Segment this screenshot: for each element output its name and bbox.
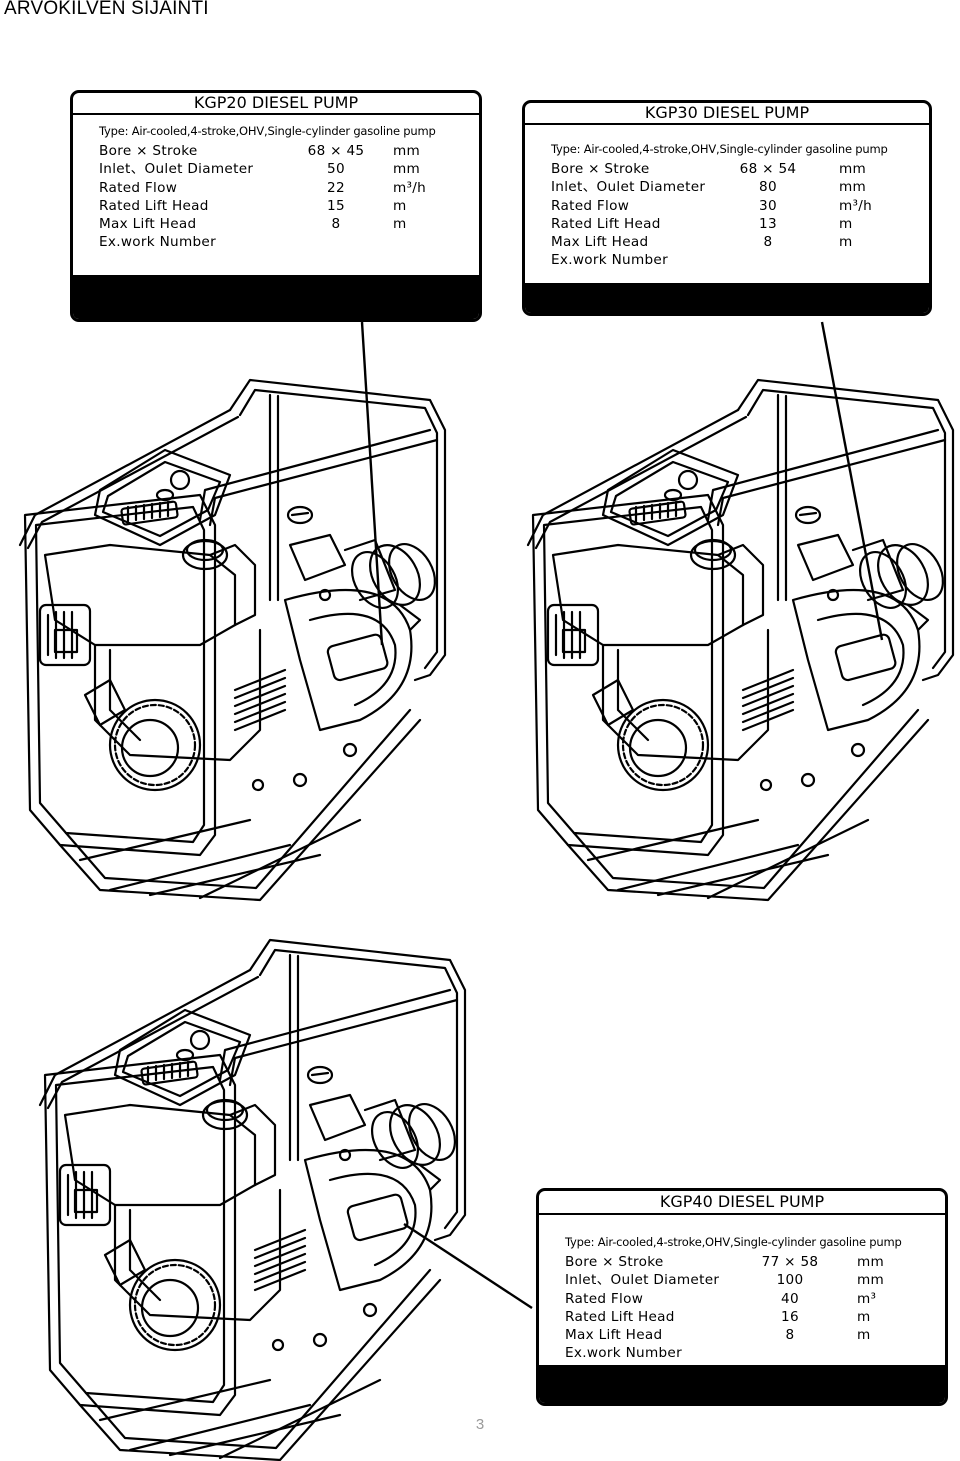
spec-label: Ex.work Number	[565, 1345, 682, 1362]
pump-drawing-kgp40	[38, 938, 467, 1461]
plate-type: Type: Air-cooled,4-stroke,OHV,Single-cyl…	[551, 142, 888, 156]
spec-unit: m	[393, 216, 407, 233]
spec-bore-stroke: Bore × Stroke 77 × 58 mm	[539, 1253, 945, 1271]
spec-value: 16	[781, 1308, 799, 1325]
spec-unit: m	[857, 1327, 871, 1344]
spec-value: 68 × 54	[739, 161, 797, 177]
spec-rated-flow: Rated Flow 40 m³	[539, 1290, 945, 1308]
spec-unit: mm	[393, 161, 421, 178]
spec-value: 100	[776, 1272, 804, 1289]
spec-unit: mm	[857, 1254, 885, 1270]
spec-label: Bore × Stroke	[565, 1254, 664, 1270]
spec-ex-work: Ex.work Number	[539, 1344, 945, 1362]
spec-rated-lift: Rated Lift Head 15 m	[73, 197, 479, 215]
spec-label: Rated Flow	[99, 179, 178, 196]
spec-label: Max Lift Head	[99, 216, 197, 233]
spec-unit: mm	[393, 143, 421, 159]
spec-value: 30	[759, 197, 777, 214]
spec-unit: m³	[857, 1290, 877, 1307]
spec-ex-work: Ex.work Number	[73, 233, 479, 251]
spec-label: Bore × Stroke	[99, 143, 198, 159]
spec-unit: m	[857, 1308, 871, 1325]
spec-unit: m³/h	[839, 197, 873, 214]
spec-inlet-outlet: Inlet、Oulet Diameter 50 mm	[73, 160, 479, 178]
spec-label: Inlet、Oulet Diameter	[99, 161, 254, 178]
spec-label: Rated Lift Head	[551, 215, 661, 232]
plate-bottom-band	[525, 283, 929, 313]
spec-inlet-outlet: Inlet、Oulet Diameter 80 mm	[525, 178, 929, 196]
plate-type: Type: Air-cooled,4-stroke,OHV,Single-cyl…	[99, 124, 436, 138]
spec-label: Bore × Stroke	[551, 161, 650, 177]
spec-rated-lift: Rated Lift Head 16 m	[539, 1308, 945, 1326]
spec-max-lift: Max Lift Head 8 m	[73, 215, 479, 233]
spec-rated-lift: Rated Lift Head 13 m	[525, 215, 929, 233]
plate-bottom-band	[539, 1365, 945, 1403]
spec-value: 77 × 58	[761, 1254, 819, 1270]
spec-label: Inlet、Oulet Diameter	[565, 1272, 720, 1289]
spec-unit: mm	[839, 179, 867, 196]
spec-unit: m	[839, 215, 853, 232]
spec-label: Rated Flow	[551, 197, 630, 214]
spec-value: 8	[785, 1327, 795, 1344]
nameplate-kgp40: KGP40 DIESEL PUMP Type: Air-cooled,4-str…	[536, 1188, 948, 1406]
spec-value: 50	[327, 161, 345, 178]
spec-value: 80	[759, 179, 777, 196]
spec-label: Ex.work Number	[99, 234, 216, 251]
nameplate-kgp30: KGP30 DIESEL PUMP Type: Air-cooled,4-str…	[522, 100, 932, 316]
spec-unit: m³/h	[393, 179, 427, 196]
spec-unit: mm	[857, 1272, 885, 1289]
spec-unit: m	[393, 197, 407, 214]
spec-value: 40	[781, 1290, 799, 1307]
spec-unit: mm	[839, 161, 867, 177]
plate-type: Type: Air-cooled,4-stroke,OHV,Single-cyl…	[565, 1235, 902, 1249]
nameplate-kgp20: KGP20 DIESEL PUMP Type: Air-cooled,4-str…	[70, 90, 482, 322]
spec-label: Ex.work Number	[551, 252, 668, 269]
spec-inlet-outlet: Inlet、Oulet Diameter 100 mm	[539, 1271, 945, 1289]
spec-value: 68 × 45	[307, 143, 365, 159]
plate-title: KGP30 DIESEL PUMP	[525, 103, 929, 125]
plate-bottom-band	[73, 275, 479, 319]
pump-drawing-kgp30	[526, 378, 955, 902]
spec-max-lift: Max Lift Head 8 m	[539, 1326, 945, 1344]
page-number: 3	[475, 1416, 485, 1433]
spec-value: 8	[331, 216, 341, 233]
plate-title: KGP40 DIESEL PUMP	[539, 1191, 945, 1215]
spec-label: Max Lift Head	[565, 1327, 663, 1344]
spec-label: Inlet、Oulet Diameter	[551, 179, 706, 196]
plate-title: KGP20 DIESEL PUMP	[73, 93, 479, 115]
spec-value: 13	[759, 215, 777, 232]
spec-label: Max Lift Head	[551, 234, 649, 251]
spec-unit: m	[839, 234, 853, 251]
spec-ex-work: Ex.work Number	[525, 251, 929, 269]
spec-label: Rated Lift Head	[99, 197, 209, 214]
spec-max-lift: Max Lift Head 8 m	[525, 233, 929, 251]
spec-value: 22	[327, 179, 345, 196]
spec-value: 15	[327, 197, 345, 214]
spec-bore-stroke: Bore × Stroke 68 × 54 mm	[525, 160, 929, 178]
spec-label: Rated Lift Head	[565, 1308, 675, 1325]
spec-label: Rated Flow	[565, 1290, 644, 1307]
spec-rated-flow: Rated Flow 22 m³/h	[73, 179, 479, 197]
spec-bore-stroke: Bore × Stroke 68 × 45 mm	[73, 142, 479, 160]
spec-value: 8	[763, 234, 773, 251]
spec-rated-flow: Rated Flow 30 m³/h	[525, 197, 929, 215]
page-heading: ARVOKILVEN SIJAINTI	[4, 0, 209, 19]
